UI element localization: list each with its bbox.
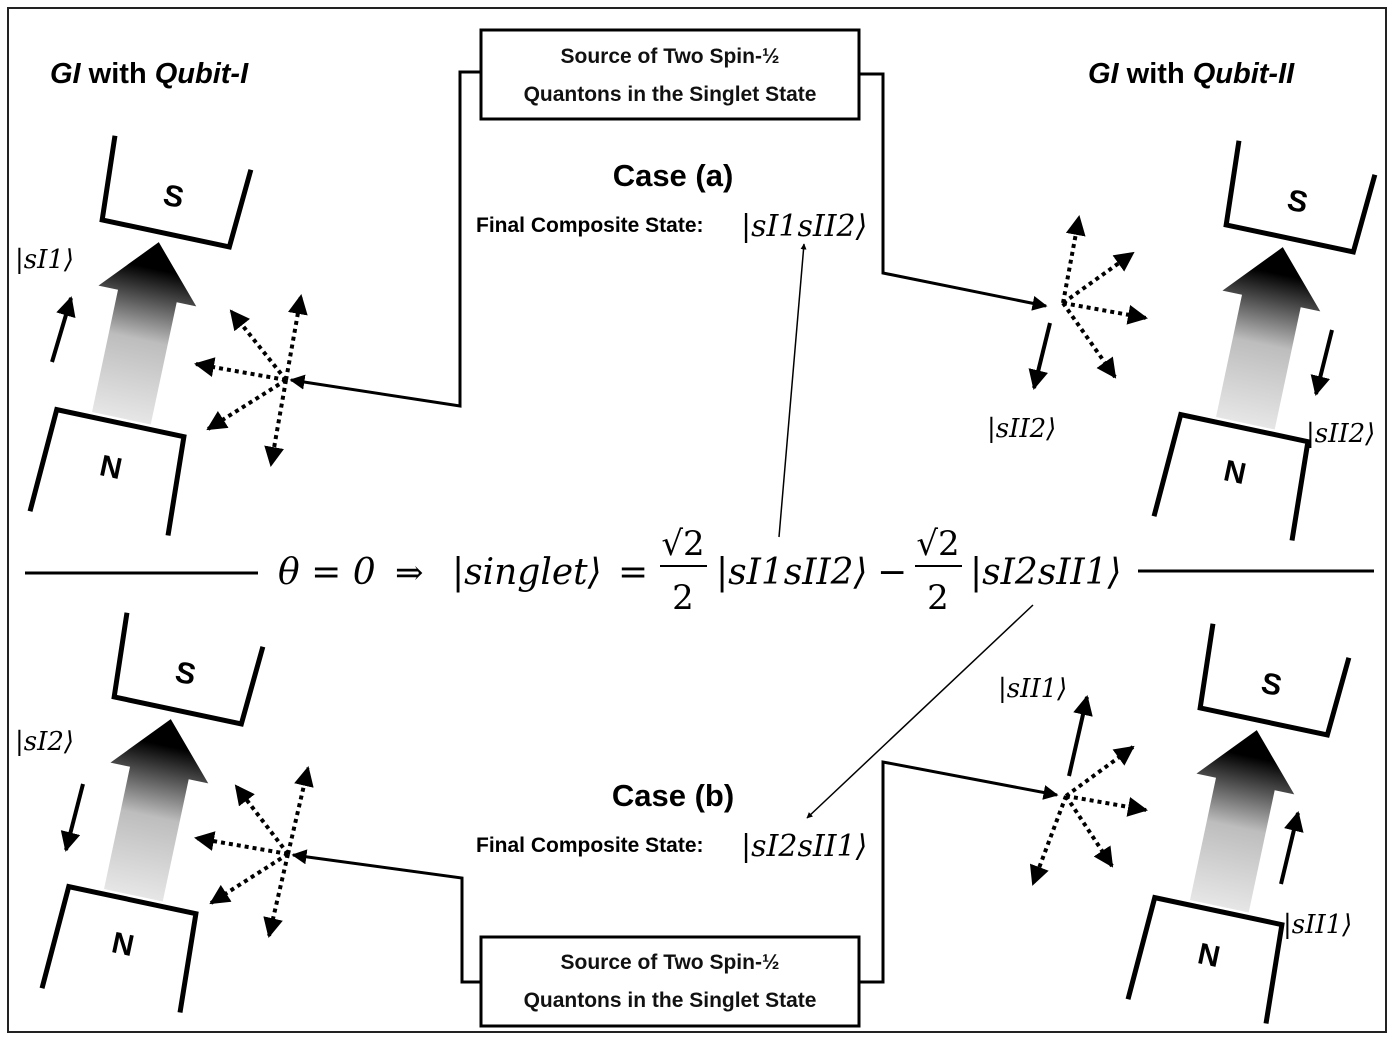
case-b-block: Case (b) Final Composite State: |sI2sII1…: [476, 778, 867, 864]
north-label: N: [1221, 454, 1249, 491]
eq-equals: =: [618, 552, 648, 593]
south-label: S: [1258, 667, 1284, 703]
south-label: S: [172, 656, 198, 692]
ket-sII1-magnet: |sII1⟩: [1283, 910, 1352, 940]
spin-arrow-sI2: [60, 783, 85, 852]
north-label: N: [109, 926, 137, 963]
spin-star-bottom-right: [1029, 745, 1148, 886]
path-top-right: [859, 72, 1048, 311]
magnet-south-pole: [99, 135, 254, 250]
magnet-top-left: S N: [27, 135, 254, 536]
source-bottom-line1: Source of Two Spin-½: [561, 951, 780, 974]
case-a-block: Case (a) Final Composite State: |sI1sII2…: [476, 158, 867, 244]
path-top-left: [289, 70, 481, 408]
path-bottom-right: [859, 760, 1059, 984]
magnet-south-pole: [1223, 140, 1378, 255]
magnet-north-pole: [1151, 411, 1311, 541]
eq-minus: −: [877, 552, 907, 593]
eq-singlet-ket: |singlet⟩: [452, 552, 602, 593]
ket-sI2: |sI2⟩: [15, 727, 74, 757]
case-a-label: Final Composite State:: [476, 214, 704, 237]
source-box-bottom: Source of Two Spin-½ Quantons in the Sin…: [479, 935, 861, 1028]
magnet-south-pole: [111, 612, 266, 727]
spin-arrow-sII2-magnet: [1310, 329, 1334, 396]
spin-star-top-left: [194, 294, 308, 467]
case-b-state: |sI2sII1⟩: [741, 829, 867, 864]
pointer-case-b: [806, 604, 1034, 819]
case-a-title: Case (a): [613, 158, 734, 193]
source-top-line1: Source of Two Spin-½: [561, 45, 780, 68]
magnet-bottom-right: S N: [1125, 623, 1352, 1024]
magnet-north-pole: [1125, 894, 1285, 1024]
case-a-state: |sI1sII2⟩: [741, 209, 867, 244]
ket-sII1-star: |sII1⟩: [998, 674, 1067, 704]
spin-arrow-sI1: [50, 296, 76, 363]
field-beam-arrow: [1216, 247, 1321, 430]
source-top-line2: Quantons in the Singlet State: [524, 83, 817, 106]
eq-coef2-den: 2: [927, 578, 949, 618]
path-bottom-left: [291, 849, 481, 984]
magnet-south-pole: [1197, 623, 1352, 738]
magnet-top-right: S N: [1151, 140, 1378, 541]
field-beam-arrow: [92, 242, 197, 425]
pointer-case-a: [778, 243, 807, 538]
north-label: N: [1195, 937, 1223, 974]
source-bottom-line2: Quantons in the Singlet State: [524, 989, 817, 1012]
eq-coef1-num: √2: [661, 524, 704, 564]
spin-star-bottom-left: [194, 766, 314, 938]
spin-arrow-sII1-star: [1067, 695, 1093, 777]
eq-coef1-den: 2: [672, 578, 694, 618]
spin-arrow-sII1-magnet: [1279, 811, 1304, 885]
eq-implies: ⇒: [395, 553, 424, 593]
spin-arrow-sII2-star: [1028, 322, 1052, 390]
singlet-equation: θ = 0 ⇒ |singlet⟩ = √2 2 |sI1sII2⟩ − √2 …: [278, 524, 1122, 618]
ket-sII2-star: |sII2⟩: [987, 414, 1056, 444]
south-label: S: [1284, 184, 1310, 220]
spin-star-top-right: [1061, 215, 1148, 379]
field-beam-arrow: [1190, 730, 1295, 913]
north-label: N: [97, 449, 125, 486]
eq-term1: |sI1sII2⟩: [716, 552, 868, 593]
case-b-title: Case (b): [612, 778, 734, 813]
case-b-label: Final Composite State:: [476, 834, 704, 857]
title-right: GI with Qubit-II: [1088, 58, 1295, 90]
frame-border: [7, 7, 1387, 1033]
ket-sII2-magnet: |sII2⟩: [1306, 419, 1375, 449]
ket-sI1: |sI1⟩: [15, 245, 74, 275]
source-box-top: Source of Two Spin-½ Quantons in the Sin…: [479, 28, 861, 121]
south-label: S: [160, 179, 186, 215]
field-beam-arrow: [104, 719, 209, 902]
eq-term2: |sI2sII1⟩: [970, 552, 1122, 593]
title-left: GI with Qubit-I: [50, 58, 249, 90]
eq-coef2-num: √2: [916, 524, 959, 564]
magnet-north-pole: [39, 883, 199, 1013]
magnet-north-pole: [27, 406, 187, 536]
eq-theta-zero: θ = 0: [278, 552, 376, 593]
